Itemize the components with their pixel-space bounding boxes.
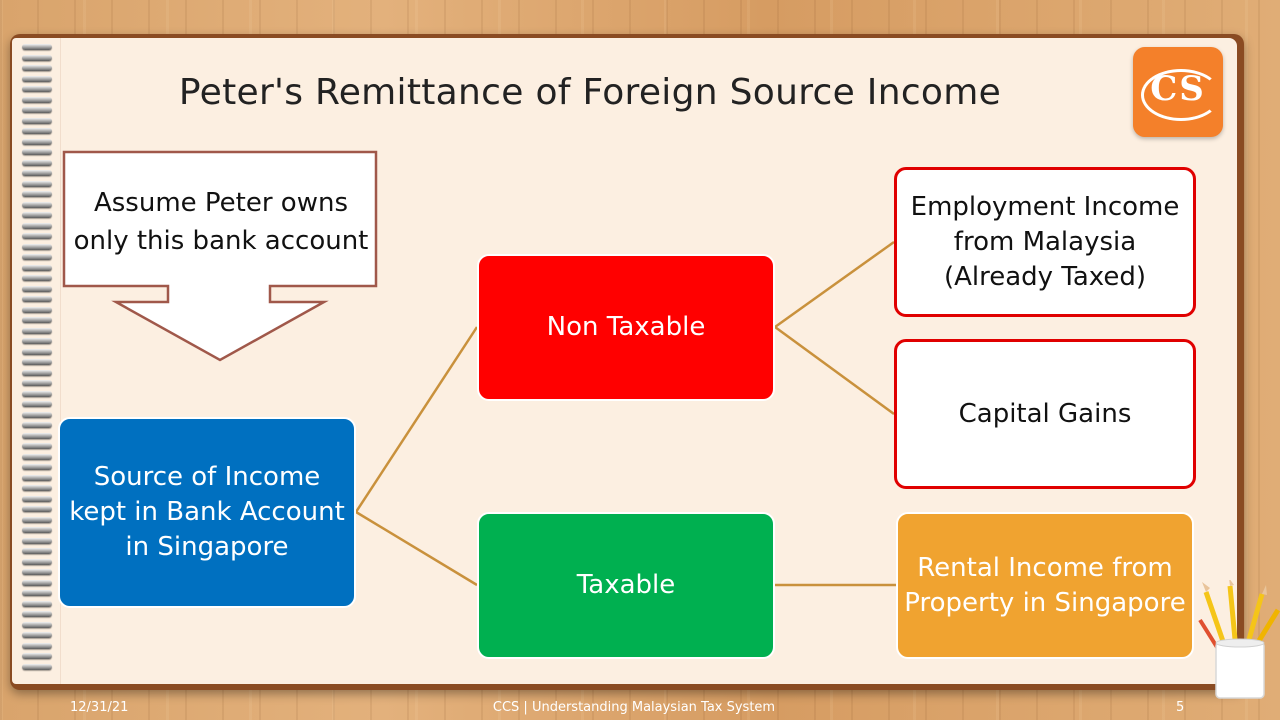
spiral-ring (22, 75, 52, 82)
callout-line-1: Assume Peter owns (93, 188, 349, 218)
spiral-ring (22, 180, 52, 187)
source-line-2: kept in Bank Account (69, 497, 345, 527)
spiral-ring (22, 44, 52, 50)
spiral-ring (22, 264, 52, 271)
spiral-ring (22, 380, 52, 386)
capital-gains-box: Capital Gains (894, 339, 1196, 489)
page-margin-line (60, 38, 61, 684)
connector-nontaxable-capital (774, 325, 895, 416)
spiral-ring (22, 516, 52, 523)
spiral-ring (22, 96, 52, 103)
spiral-ring (22, 548, 52, 554)
spiral-ring (22, 233, 52, 239)
spiral-ring (22, 527, 52, 533)
spiral-ring (22, 411, 52, 418)
spiral-ring (22, 138, 52, 145)
employment-line-3: (Already Taxed) (943, 261, 1147, 292)
spiral-ring (22, 632, 52, 638)
spiral-ring (22, 54, 52, 61)
spiral-ring (22, 443, 52, 449)
spiral-ring (22, 569, 52, 575)
logo-text: CS (1150, 69, 1206, 109)
spiral-ring (22, 359, 52, 365)
footer-page-number: 5 (1176, 700, 1185, 715)
spiral-ring (22, 306, 52, 313)
spiral-ring (22, 191, 52, 197)
spiral-ring (22, 117, 52, 124)
spiral-ring (22, 621, 52, 628)
spiral-ring (22, 663, 52, 670)
rental-income-box: Rental Income from Property in Singapore (896, 512, 1194, 659)
spiral-ring (22, 464, 52, 470)
pencil-cup-icon (1198, 580, 1280, 699)
spiral-ring (22, 149, 52, 155)
taxable-box: Taxable (477, 512, 775, 659)
spiral-ring (22, 390, 52, 397)
slide-title: Peter's Remittance of Foreign Source Inc… (178, 72, 1002, 113)
spiral-ring (22, 422, 52, 428)
spiral-ring (22, 348, 52, 355)
assumption-callout: Assume Peter owns only this bank account (62, 150, 380, 365)
spiral-ring (22, 432, 52, 439)
employment-income-box: Employment Income from Malaysia (Already… (894, 167, 1196, 317)
rental-line-1: Rental Income from (917, 552, 1173, 583)
non-taxable-box: Non Taxable (477, 254, 775, 401)
spiral-ring (22, 201, 52, 208)
spiral-ring (22, 327, 52, 334)
spiral-ring (22, 558, 52, 565)
spiral-ring (22, 453, 52, 460)
spiral-ring (22, 642, 52, 649)
spiral-ring (22, 296, 52, 302)
spiral-binding (22, 44, 58, 672)
source-line-1: Source of Income (93, 462, 321, 492)
source-line-3: in Singapore (125, 532, 289, 562)
spiral-ring (22, 369, 52, 376)
taxable-label: Taxable (576, 570, 676, 600)
ccs-logo: CS (1133, 47, 1223, 137)
spiral-ring (22, 537, 52, 544)
spiral-ring (22, 128, 52, 134)
rental-line-2: Property in Singapore (904, 587, 1186, 618)
spiral-ring (22, 107, 52, 113)
employment-line-1: Employment Income (910, 191, 1180, 222)
spiral-ring (22, 495, 52, 502)
source-of-income-box: Source of Income kept in Bank Account in… (58, 417, 356, 608)
spiral-ring (22, 485, 52, 491)
connector-nontaxable-employment (774, 240, 895, 329)
spiral-ring (22, 212, 52, 218)
footer-date: 12/31/21 (70, 700, 129, 715)
spiral-ring (22, 338, 52, 344)
spiral-ring (22, 243, 52, 250)
callout-line-2: only this bank account (73, 226, 369, 256)
callout-text: Assume Peter owns only this bank account (62, 184, 380, 260)
employment-line-2: from Malaysia (953, 226, 1137, 257)
spiral-ring (22, 590, 52, 596)
footer-title: CCS | Understanding Malaysian Tax System (492, 700, 776, 715)
spiral-ring (22, 317, 52, 323)
connector-source-taxable (355, 510, 478, 587)
spiral-ring (22, 474, 52, 481)
spiral-ring (22, 285, 52, 292)
spiral-ring (22, 611, 52, 617)
callout-arrow-shape (62, 150, 378, 362)
capital-gains-label: Capital Gains (958, 398, 1132, 429)
logo-ring-icon (1141, 69, 1221, 121)
spiral-ring (22, 275, 52, 281)
spiral-ring (22, 600, 52, 607)
spiral-ring (22, 254, 52, 260)
non-taxable-label: Non Taxable (546, 312, 706, 342)
spiral-ring (22, 86, 52, 92)
spiral-ring (22, 653, 52, 659)
spiral-ring (22, 401, 52, 407)
spiral-ring (22, 579, 52, 586)
spiral-ring (22, 222, 52, 229)
spiral-ring (22, 170, 52, 176)
spiral-ring (22, 159, 52, 166)
spiral-ring (22, 65, 52, 71)
connector-source-nontaxable (354, 326, 479, 513)
spiral-ring (22, 506, 52, 512)
